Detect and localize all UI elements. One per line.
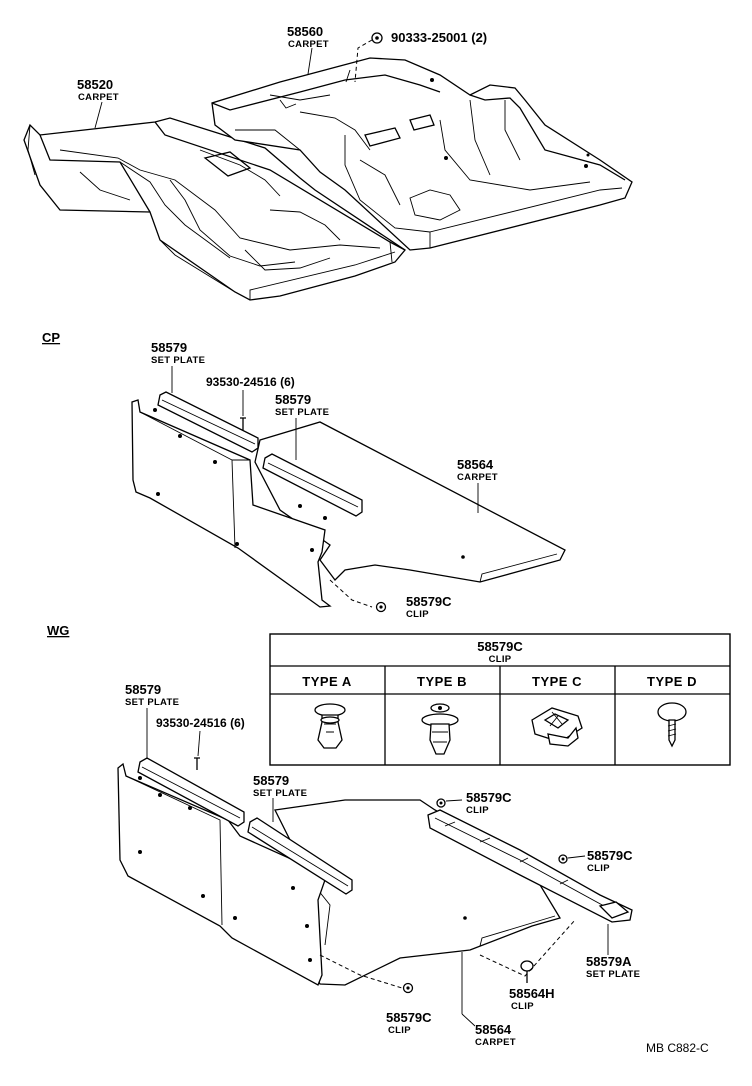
label-fastener-90333: 90333-25001 (2) bbox=[391, 30, 487, 45]
svg-text:58579C: 58579C bbox=[386, 1010, 432, 1025]
svg-text:58560: 58560 bbox=[287, 24, 323, 39]
label-cp-clip: 58579C CLIP bbox=[406, 594, 452, 620]
svg-text:58520: 58520 bbox=[77, 77, 113, 92]
label-wg-carpet: 58564 CARPET bbox=[475, 1022, 516, 1048]
label-wg-clip-top: 58579C CLIP bbox=[466, 790, 512, 816]
svg-text:58564: 58564 bbox=[457, 457, 494, 472]
fastener-leader-line bbox=[354, 39, 373, 83]
wg-clip-bottom-icon bbox=[402, 982, 414, 994]
clip-type-a-icon bbox=[314, 703, 346, 749]
svg-text:58579A: 58579A bbox=[586, 954, 632, 969]
svg-text:SET PLATE: SET PLATE bbox=[125, 697, 179, 708]
label-cp-set-plate-left: 58579 SET PLATE bbox=[151, 340, 205, 366]
svg-text:CARPET: CARPET bbox=[288, 39, 329, 50]
clip-type-table: 58579C CLIP TYPE A TYPE B TYPE C TYPE D bbox=[269, 633, 731, 766]
wg-clip-top-icon bbox=[436, 798, 446, 808]
svg-text:CARPET: CARPET bbox=[457, 472, 498, 483]
rear-floor-carpet-drawing bbox=[211, 57, 633, 251]
svg-text:CLIP: CLIP bbox=[466, 805, 489, 816]
svg-text:SET PLATE: SET PLATE bbox=[253, 788, 307, 799]
svg-text:58579: 58579 bbox=[151, 340, 187, 355]
label-wg-clip-bottom: 58579C CLIP bbox=[386, 1010, 432, 1036]
label-wg-clip-right: 58579C CLIP bbox=[587, 848, 633, 874]
clip-type-c-header: TYPE C bbox=[532, 674, 582, 689]
drawing-code: MB C882-C bbox=[646, 1041, 709, 1055]
label-cp-screw: 93530-24516 (6) bbox=[206, 375, 295, 389]
label-wg-clip-h: 58564H CLIP bbox=[509, 986, 555, 1012]
svg-text:CLIP: CLIP bbox=[388, 1025, 411, 1036]
label-wg-set-plate-mid: 58579 SET PLATE bbox=[253, 773, 307, 799]
label-front-carpet: 58520 CARPET bbox=[77, 77, 119, 103]
clip-table-name: CLIP bbox=[489, 654, 512, 665]
svg-text:58579: 58579 bbox=[125, 682, 161, 697]
label-wg-screw: 93530-24516 (6) bbox=[156, 716, 245, 730]
label-cp-carpet: 58564 CARPET bbox=[457, 457, 498, 483]
section-label-cp: CP bbox=[42, 330, 60, 345]
clip-type-a-header: TYPE A bbox=[302, 674, 352, 689]
cp-clip-icon bbox=[375, 601, 387, 613]
wg-clip-right-icon bbox=[558, 854, 568, 864]
section-label-wg: WG bbox=[47, 623, 69, 638]
wg-clip-h-icon bbox=[520, 960, 534, 983]
svg-text:58564H: 58564H bbox=[509, 986, 555, 1001]
clip-type-c-icon bbox=[531, 707, 583, 747]
svg-text:58579: 58579 bbox=[253, 773, 289, 788]
svg-text:58579C: 58579C bbox=[466, 790, 512, 805]
leader-wg-carpet-end bbox=[461, 1013, 476, 1027]
cp-carpet-assembly-drawing bbox=[131, 391, 566, 608]
leader-wg-screw bbox=[197, 730, 201, 757]
svg-text:CLIP: CLIP bbox=[587, 863, 610, 874]
clip-type-b-header: TYPE B bbox=[417, 674, 467, 689]
leader-wg-clip-right bbox=[567, 855, 586, 859]
svg-text:CARPET: CARPET bbox=[78, 92, 119, 103]
svg-text:58579C: 58579C bbox=[406, 594, 452, 609]
label-rear-carpet: 58560 CARPET bbox=[287, 24, 329, 50]
svg-text:SET PLATE: SET PLATE bbox=[275, 407, 329, 418]
label-wg-set-plate-a: 58579A SET PLATE bbox=[586, 954, 640, 980]
wg-carpet-assembly-drawing bbox=[117, 757, 633, 986]
clip-type-d-icon bbox=[657, 702, 687, 748]
svg-text:CLIP: CLIP bbox=[511, 1001, 534, 1012]
fastener-90333-icon bbox=[371, 32, 383, 44]
clip-table-part-no: 58579C bbox=[477, 639, 523, 654]
svg-text:SET PLATE: SET PLATE bbox=[151, 355, 205, 366]
clip-type-d-header: TYPE D bbox=[647, 674, 697, 689]
clip-type-b-icon bbox=[421, 703, 459, 755]
leader-rear-carpet bbox=[307, 47, 313, 75]
svg-text:CARPET: CARPET bbox=[475, 1037, 516, 1048]
svg-text:SET PLATE: SET PLATE bbox=[586, 969, 640, 980]
cp-clip-leader bbox=[329, 579, 373, 608]
label-cp-set-plate-right: 58579 SET PLATE bbox=[275, 392, 329, 418]
leader-front-carpet bbox=[94, 101, 103, 129]
svg-text:58579C: 58579C bbox=[587, 848, 633, 863]
wg-clip-h-dash bbox=[479, 919, 576, 977]
svg-text:58579: 58579 bbox=[275, 392, 311, 407]
wg-clip-bottom-dash bbox=[319, 954, 403, 989]
label-wg-set-plate-left: 58579 SET PLATE bbox=[125, 682, 179, 708]
leader-wg-clip-top bbox=[445, 799, 463, 802]
svg-text:58564: 58564 bbox=[475, 1022, 512, 1037]
svg-text:CLIP: CLIP bbox=[406, 609, 429, 620]
front-floor-carpet-drawing bbox=[23, 117, 406, 301]
